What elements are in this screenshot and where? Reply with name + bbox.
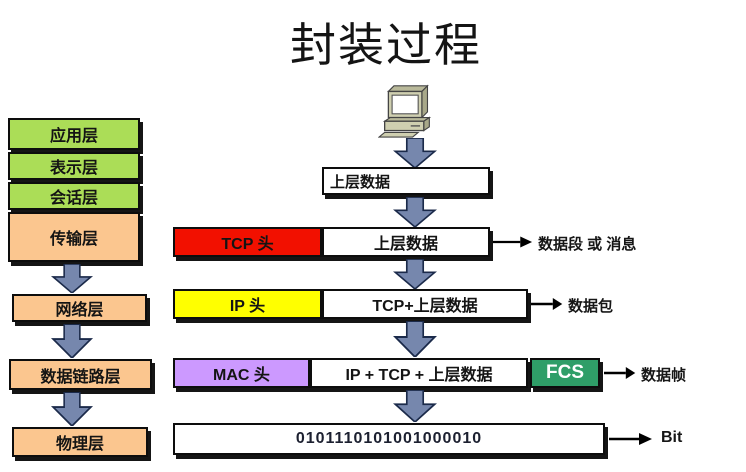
computer-icon (378, 84, 432, 138)
tcp-header-label: TCP 头 (221, 236, 274, 253)
osi-layer-label: 会话层 (49, 190, 98, 207)
ip-header-box: IP 头 (173, 289, 322, 319)
ip-header-label: IP 头 (229, 298, 266, 315)
mac-header-label: MAC 头 (213, 367, 270, 384)
fcs-label: FCS (546, 362, 584, 383)
block-arrow-down-icon (393, 321, 437, 357)
tcp-payload-box: 上层数据 (322, 227, 490, 257)
page-title: 封装过程 (290, 20, 482, 71)
osi-layer-network: 网络层 (12, 294, 147, 322)
mac-payload-box: IP + TCP + 上层数据 (310, 358, 528, 388)
ip-payload-box: TCP+上层数据 (322, 289, 528, 319)
osi-layer-session: 会话层 (8, 182, 140, 210)
osi-layer-label: 网络层 (55, 302, 104, 319)
osi-layer-label: 数据链路层 (40, 368, 121, 386)
block-arrow-down-icon (393, 138, 437, 168)
osi-layer-presentation: 表示层 (8, 152, 140, 180)
bits-label: 0101110101001000010 (295, 430, 483, 447)
mac-payload-label: IP + TCP + 上层数据 (345, 367, 493, 384)
bit-result-label: Bit (661, 429, 683, 446)
osi-layer-label: 应用层 (49, 128, 98, 145)
frame-result-label: 数据帧 (641, 367, 687, 384)
packet-result-label: 数据包 (568, 298, 614, 315)
osi-layer-label: 表示层 (49, 160, 98, 177)
block-arrow-down-icon (393, 390, 437, 422)
osi-layer-application: 应用层 (8, 118, 140, 150)
upper-data-label: 上层数据 (330, 173, 391, 191)
block-arrow-down-icon (393, 197, 437, 227)
block-arrow-down-icon (50, 264, 94, 293)
ip-payload-label: TCP+上层数据 (372, 298, 478, 315)
mac-header-box: MAC 头 (173, 358, 310, 388)
osi-layer-physical: 物理层 (12, 427, 148, 457)
upper-data-box: 上层数据 (322, 167, 490, 195)
tcp-payload-label: 上层数据 (373, 236, 438, 253)
arrow-right-icon (604, 367, 636, 379)
tcp-header-box: TCP 头 (173, 227, 322, 257)
segment-result-label: 数据段 或 消息 (538, 236, 637, 253)
block-arrow-down-icon (393, 259, 437, 289)
osi-layer-label: 传输层 (49, 231, 98, 248)
bits-box: 0101110101001000010 (173, 423, 605, 455)
arrow-right-icon (531, 298, 563, 310)
block-arrow-down-icon (50, 324, 94, 358)
osi-layer-datalink: 数据链路层 (9, 359, 152, 390)
block-arrow-down-icon (50, 392, 94, 426)
arrow-right-icon (609, 433, 652, 445)
osi-layer-transport: 传输层 (8, 212, 140, 262)
osi-layer-label: 物理层 (55, 436, 104, 453)
fcs-box: FCS (530, 358, 600, 388)
arrow-right-icon (493, 236, 533, 248)
